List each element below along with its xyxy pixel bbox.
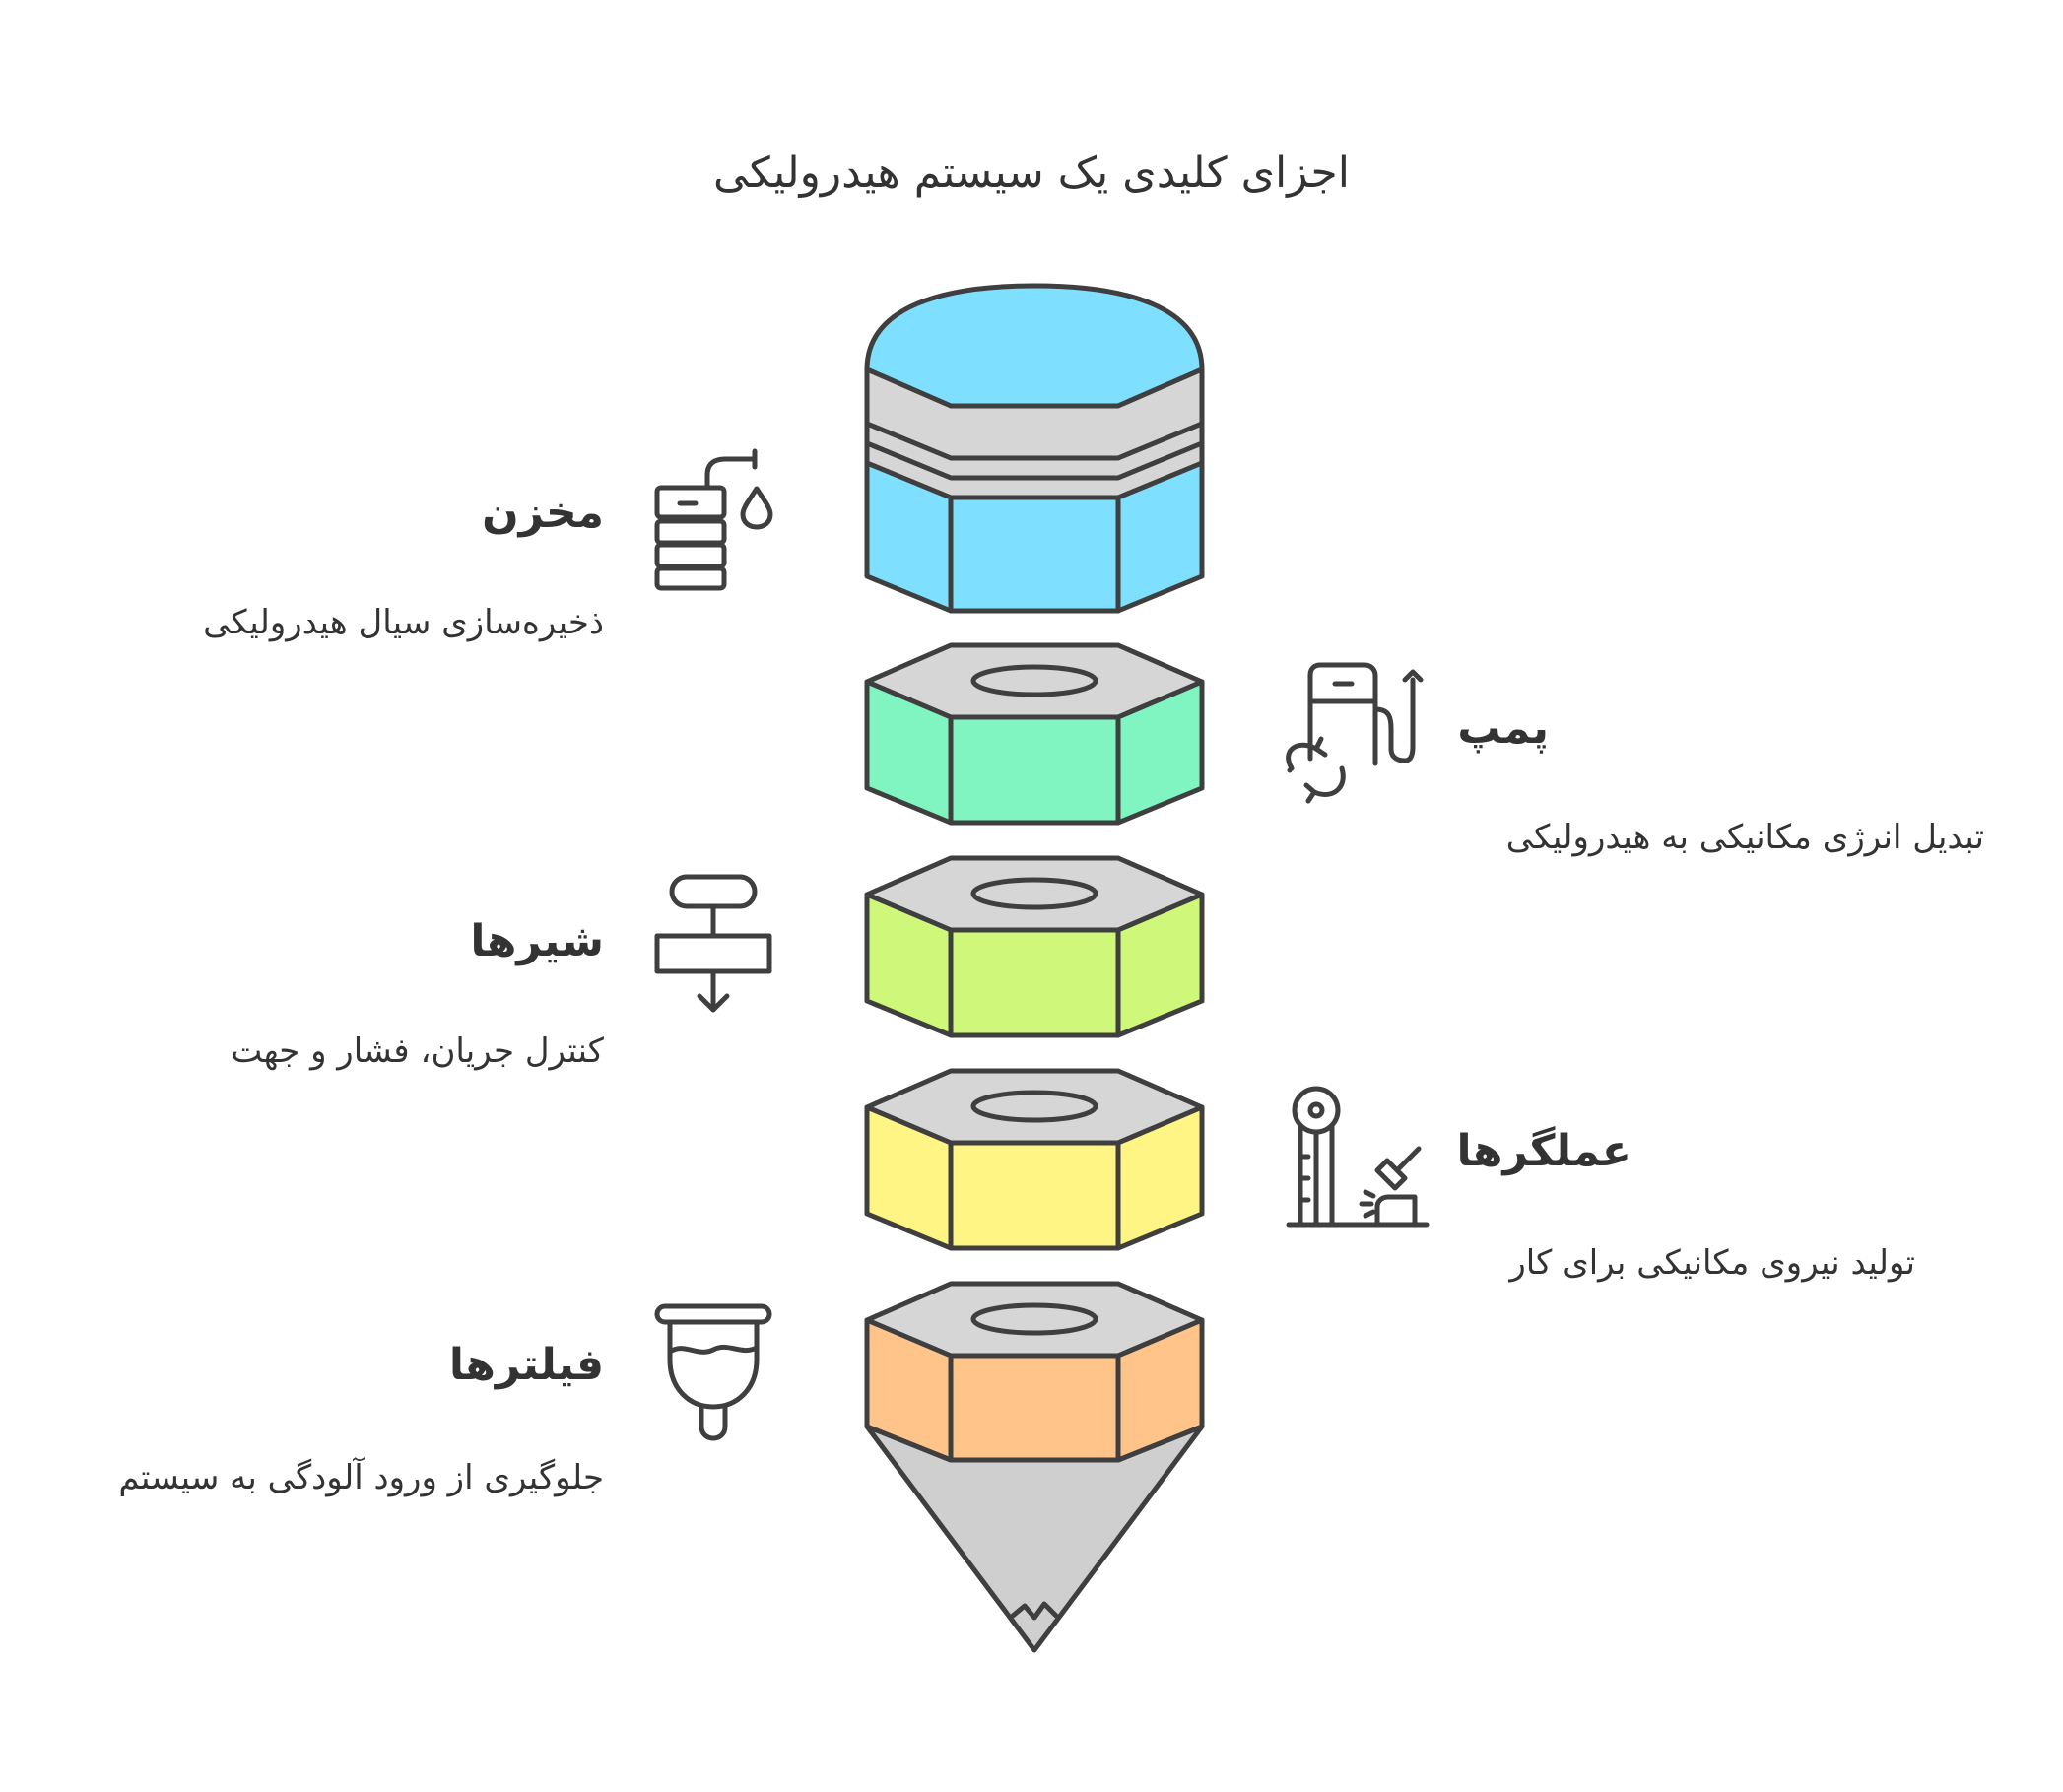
actuator-icon xyxy=(1286,1086,1430,1228)
diagram-title: اجزای کلیدی یک سیستم هیدرولیکی xyxy=(713,148,1350,198)
valves-description: کنترل جریان، فشار و جهت xyxy=(231,1031,604,1071)
reservoir-segment xyxy=(864,283,1205,614)
actuators-segment xyxy=(864,1068,1205,1251)
filters-title: فیلترها xyxy=(448,1340,604,1390)
valves-segment xyxy=(864,855,1205,1038)
filters-description: جلوگیری از ورود آلودگی به سیستم xyxy=(118,1458,604,1497)
pump-icon xyxy=(1286,662,1424,804)
reservoir-title: مخزن xyxy=(482,488,604,538)
filters-ring xyxy=(970,1302,1098,1336)
pump-ring xyxy=(970,664,1098,697)
filters-segment xyxy=(864,1281,1205,1653)
valves-title: شیرها xyxy=(470,916,604,966)
reservoir-dome xyxy=(864,283,1205,409)
filter-icon xyxy=(654,1303,772,1441)
pump-segment xyxy=(864,642,1205,826)
actuators-description: تولید نیروی مکانیکی برای کار xyxy=(1509,1243,1915,1283)
pump-title: پمپ xyxy=(1457,703,1549,754)
valve-icon xyxy=(654,874,772,1013)
valves-ring xyxy=(970,877,1098,910)
pencil-lead xyxy=(1010,1601,1059,1621)
reservoir-description: ذخیره‌سازی سیال هیدرولیکی xyxy=(203,603,604,642)
pump-description: تبدیل انرژی مکانیکی به هیدرولیکی xyxy=(1505,818,1984,857)
reservoir-icon xyxy=(654,448,773,591)
actuators-ring xyxy=(970,1090,1098,1123)
actuators-title: عملگرها xyxy=(1456,1126,1631,1176)
